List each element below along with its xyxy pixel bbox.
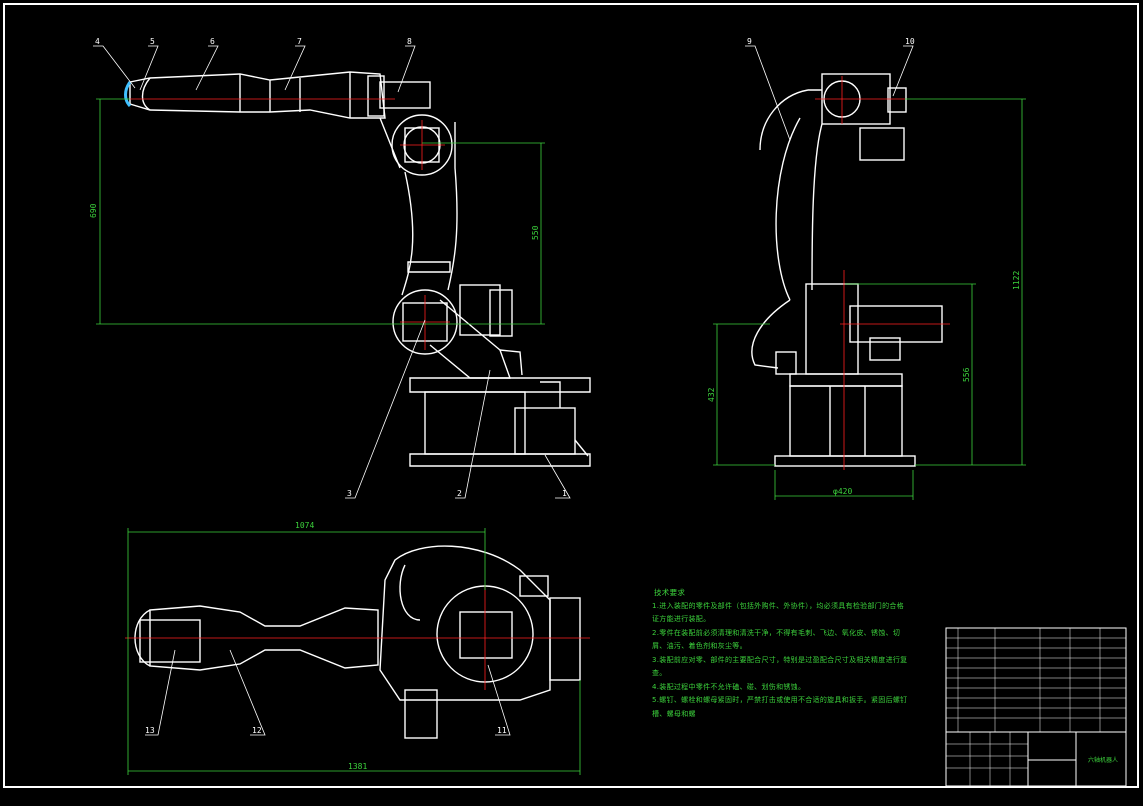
rear-view: [751, 73, 943, 467]
dim-rear-lower: 556: [962, 367, 971, 382]
part-label-12: 12: [252, 726, 262, 735]
dim-side-upper: 550: [531, 225, 540, 240]
top-view-leaders: [145, 649, 511, 736]
side-view-dimensions: [96, 98, 545, 325]
tech-note-line: 槽、螺母和螺: [652, 709, 696, 718]
side-view-leaders: [93, 45, 571, 499]
tech-note-line: 证方能进行装配。: [652, 615, 711, 623]
part-label-2: 2: [457, 489, 462, 498]
dim-top-total: 1381: [348, 762, 367, 771]
part-label-7: 7: [297, 37, 302, 46]
top-view: [134, 545, 581, 739]
part-label-10: 10: [905, 37, 915, 46]
dim-rear-base-width: φ420: [833, 487, 852, 496]
drawing-frame: [3, 3, 1139, 788]
title-block: [945, 627, 1127, 787]
tech-note-line: 屑、油污、着色剂和灰尘等。: [652, 642, 747, 650]
top-view-dimensions: [127, 528, 581, 775]
tech-note-line: 4.装配过程中零件不允许磕、碰、划伤和锈蚀。: [652, 682, 806, 691]
rear-view-leaders: [745, 45, 914, 141]
side-view-centerlines: [130, 98, 450, 350]
rear-view-dimensions: [713, 98, 1026, 500]
dim-rear-left: 432: [707, 387, 716, 402]
part-label-11: 11: [497, 726, 507, 735]
part-label-9: 9: [747, 37, 752, 46]
tech-note-line: 3.装配前应对零、部件的主要配合尺寸，特别是过盈配合尺寸及相关精度进行复: [652, 655, 908, 664]
technical-requirements: 技术要求 1.进入装配的零件及部件（包括外购件、外协件），均必须具有检验部门的合…: [652, 586, 952, 721]
dim-rear-total: 1122: [1012, 271, 1021, 290]
technical-requirements-title: 技术要求: [654, 588, 686, 597]
dim-side-height: 690: [89, 203, 98, 218]
tech-note-line: 1.进入装配的零件及部件（包括外购件、外协件），均必须具有检验部门的合格: [652, 601, 904, 610]
part-label-8: 8: [407, 37, 412, 46]
rear-view-centerlines: [815, 76, 950, 470]
tech-note-line: 查。: [652, 669, 667, 677]
part-label-5: 5: [150, 37, 155, 46]
top-view-centerlines: [125, 585, 590, 690]
tech-note-line: 2.零件在装配前必须清理和清洗干净，不得有毛刺、飞边、氧化皮、锈蚀、切: [652, 628, 901, 637]
part-label-6: 6: [210, 37, 215, 46]
part-label-13: 13: [145, 726, 155, 735]
tech-note-line: 5.螺钉、螺栓和螺母紧固时，严禁打击或使用不合适的旋具和扳手。紧固后螺钉: [652, 696, 908, 704]
side-view: [124, 71, 591, 467]
title-block-rows: [946, 628, 1126, 786]
part-label-3: 3: [347, 489, 352, 498]
dim-top-width: 1074: [295, 521, 314, 530]
part-label-4: 4: [95, 37, 100, 46]
title-block-drawing-name: 六轴机器人: [1088, 756, 1118, 764]
part-label-1: 1: [562, 489, 567, 498]
